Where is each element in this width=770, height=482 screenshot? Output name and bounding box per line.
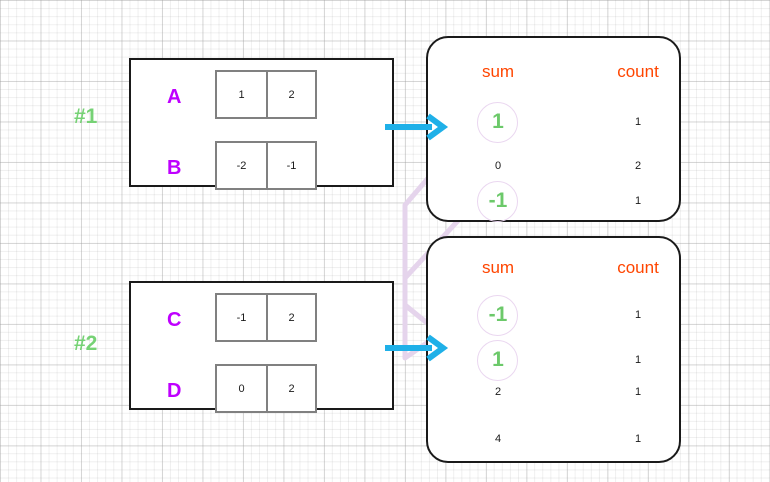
panel-2: sum count -1 1 1 1 2 1 4 1 [426, 236, 681, 463]
panel-1-count-2: 1 [634, 195, 642, 207]
row-label-d: D [167, 380, 182, 402]
panel-1-count-1: 2 [634, 160, 642, 172]
row-label-c: C [167, 309, 182, 331]
group-label-2: #2 [74, 332, 98, 355]
cell-c-1: 2 [266, 295, 315, 340]
panel-2-count-0: 1 [634, 309, 642, 321]
arrow-group2-to-panel2 [385, 334, 449, 362]
panel-1-highlight-circle-2 [477, 181, 518, 222]
group-label-1: #1 [74, 105, 98, 128]
row-label-a: A [167, 86, 182, 108]
cell-pair-d: 0 2 [215, 364, 317, 413]
cell-pair-a: 1 2 [215, 70, 317, 119]
panel-1-highlight-circle-0 [477, 102, 518, 143]
panel-2-sum-3: 4 [494, 433, 502, 445]
panel-2-count-3: 1 [634, 433, 642, 445]
panel-1: sum count 1 1 0 2 -1 1 [426, 36, 681, 222]
panel-2-header-count: count [617, 258, 659, 277]
cell-a-0: 1 [238, 88, 245, 101]
group-block-2: C -1 2 D 0 2 [129, 281, 394, 413]
panel-1-sum-1: 0 [494, 160, 502, 172]
cell-b-1: -1 [266, 143, 315, 188]
cell-b-0: -2 [236, 159, 247, 172]
panel-2-count-1: 1 [634, 354, 642, 366]
cell-pair-c: -1 2 [215, 293, 317, 342]
cell-pair-b: -2 -1 [215, 141, 317, 190]
panel-1-header-count: count [617, 62, 659, 81]
cell-a-1: 2 [266, 72, 315, 117]
cell-d-0: 0 [238, 382, 245, 395]
panel-2-highlight-circle-0 [477, 295, 518, 336]
cell-c-0: -1 [236, 311, 247, 324]
panel-1-count-0: 1 [634, 116, 642, 128]
group-block-1: A 1 2 B -2 -1 [129, 58, 394, 190]
panel-2-highlight-circle-1 [477, 340, 518, 381]
panel-2-sum-2: 2 [494, 386, 502, 398]
panel-2-header-sum: sum [481, 258, 515, 277]
panel-2-count-2: 1 [634, 386, 642, 398]
panel-1-header-sum: sum [481, 62, 515, 81]
arrow-group1-to-panel1 [385, 113, 449, 141]
cell-d-1: 2 [266, 366, 315, 411]
row-label-b: B [167, 157, 182, 179]
